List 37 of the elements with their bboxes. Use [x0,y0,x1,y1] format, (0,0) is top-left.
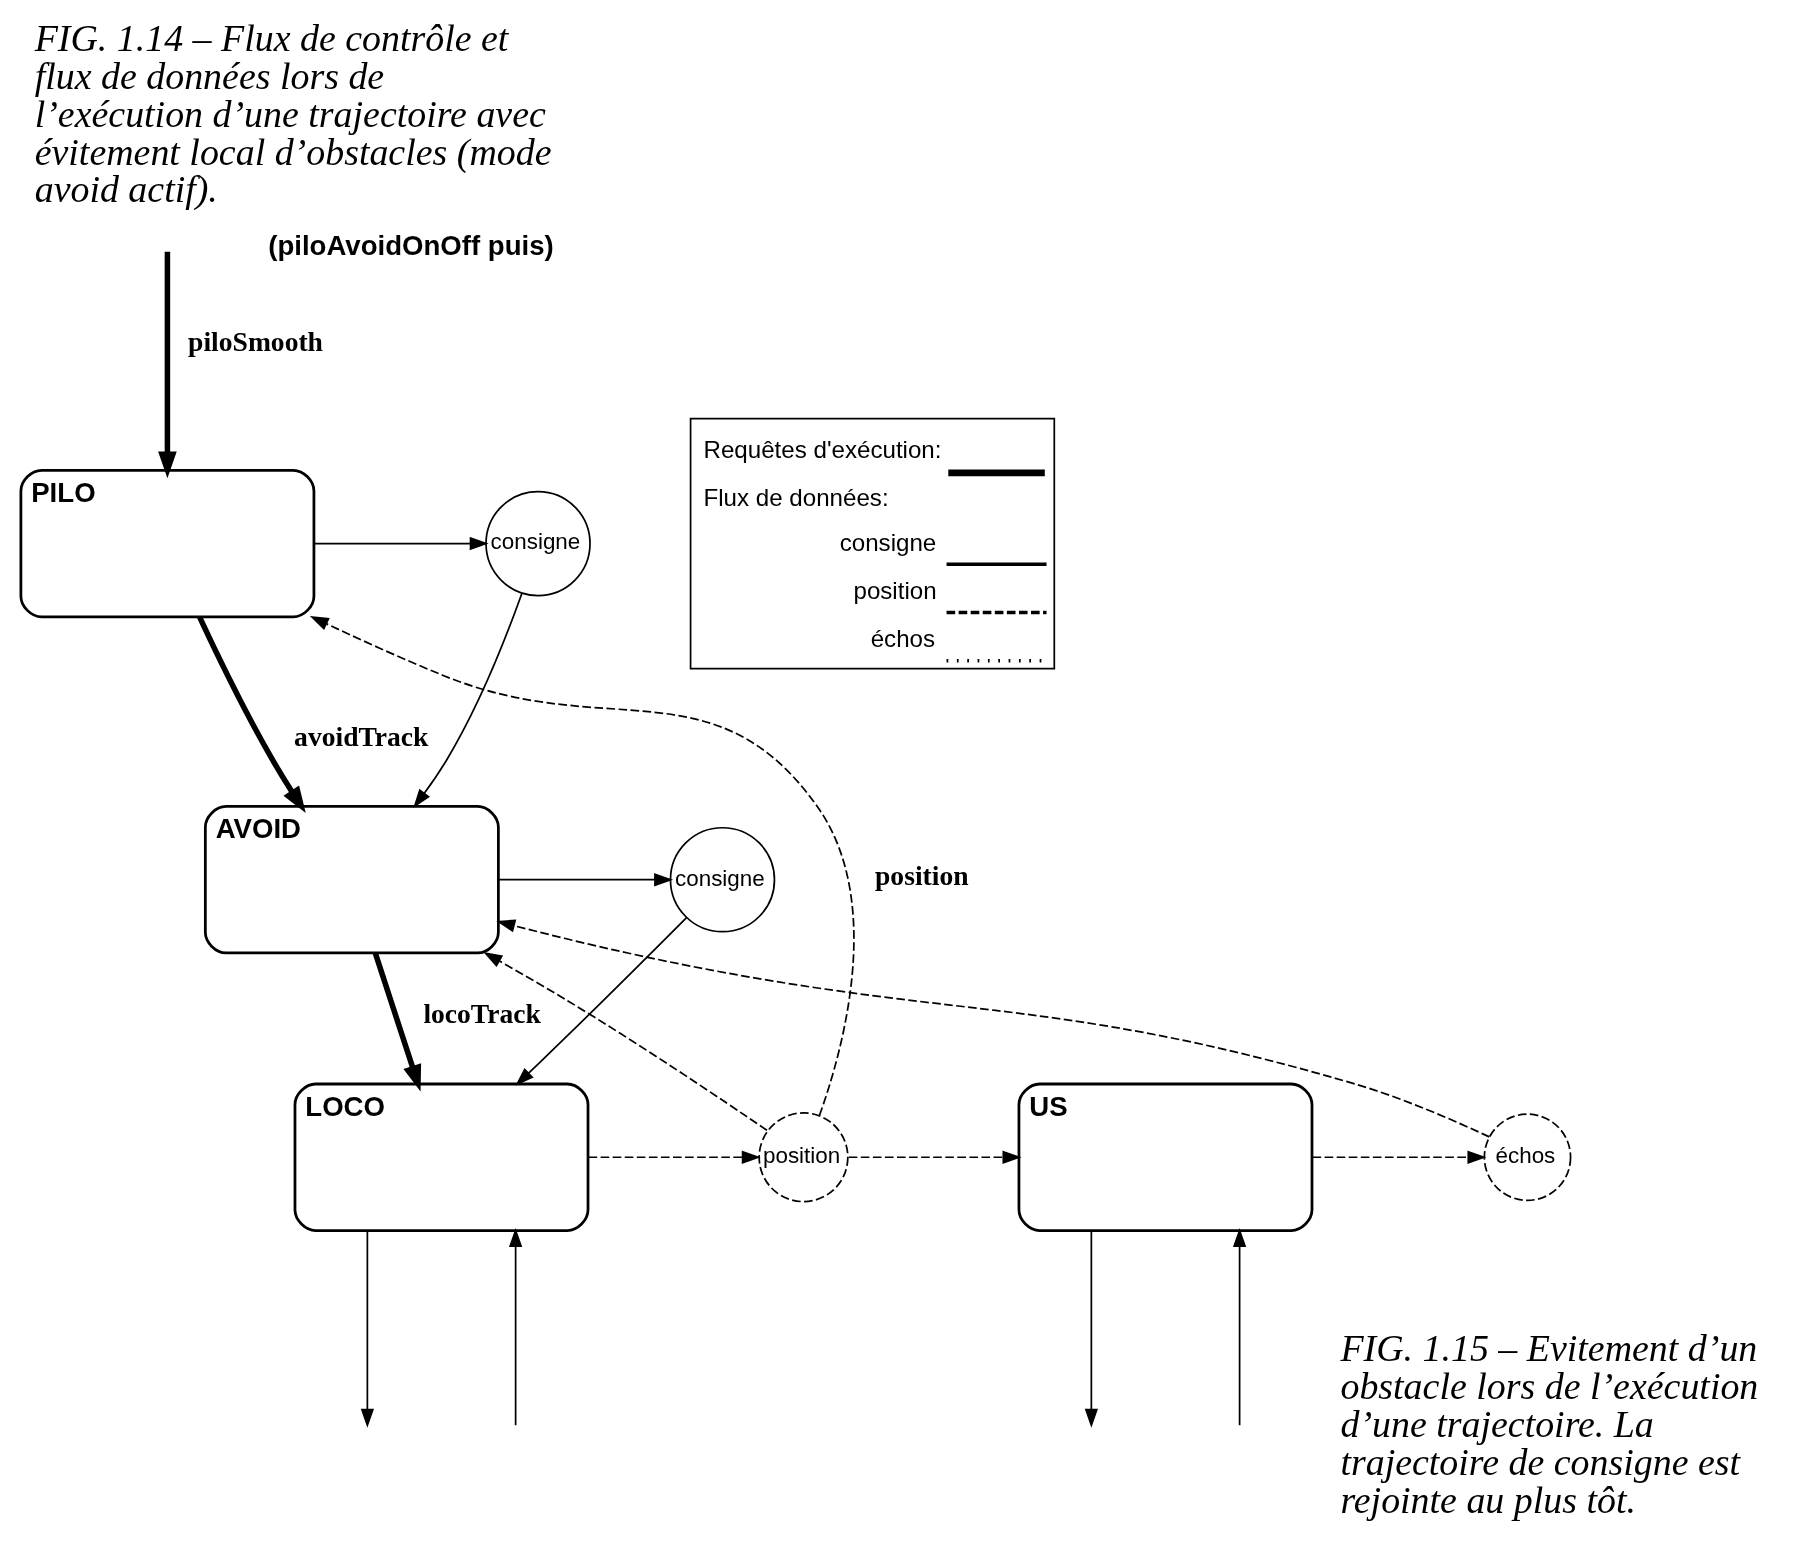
arrow [412,592,523,809]
edge-label: locoTrack [422,998,541,1030]
arrow [508,1227,522,1427]
caption: FIG. 1.14 – Flux de contrôle et flux de données lors de l’exécution d’une trajectoire avec évitement local d’obstacles (mode avoid actif). [34,16,552,211]
node-box: PILO [19,468,315,619]
legend-label: Requêtes d'exécution: [703,435,941,463]
arrow [1311,1150,1486,1164]
arrow [514,916,687,1086]
edge-label: piloSmooth [187,326,323,358]
arrow [196,616,306,813]
label: (piloAvoidOnOff puis) [267,229,554,261]
legend-label: consigne [839,528,936,556]
arrow [157,251,177,479]
arrow [482,952,768,1132]
node-circle: échos [1483,1113,1571,1202]
node-box: LOCO [293,1082,589,1232]
arrow [309,616,855,1117]
legend-label: échos [870,625,935,653]
node-box: US [1017,1082,1313,1232]
node-box: AVOID [203,805,500,955]
arrow [847,1150,1021,1164]
arrow [497,873,673,887]
arrow [1084,1229,1098,1428]
legend-label: Flux de données: [703,484,889,512]
arrow [360,1229,374,1428]
arrow [495,919,1490,1138]
node-circle: position [757,1112,849,1203]
arrow [587,1150,761,1164]
label: FIG. 1.15 – Evitement d’un obstacle lors de l’exécution d’une trajectoire. La trajectoire de consigne est rejointe au plus tôt. [1339,1326,1758,1521]
arrow [1232,1227,1246,1427]
legend-label: position [852,577,937,605]
node-circle: consigne [669,826,775,933]
edge-label: position [874,859,969,891]
arrow [313,536,489,551]
edge-label: avoidTrack [293,720,428,752]
arrow [372,952,421,1092]
node-circle: consigne [484,490,591,597]
